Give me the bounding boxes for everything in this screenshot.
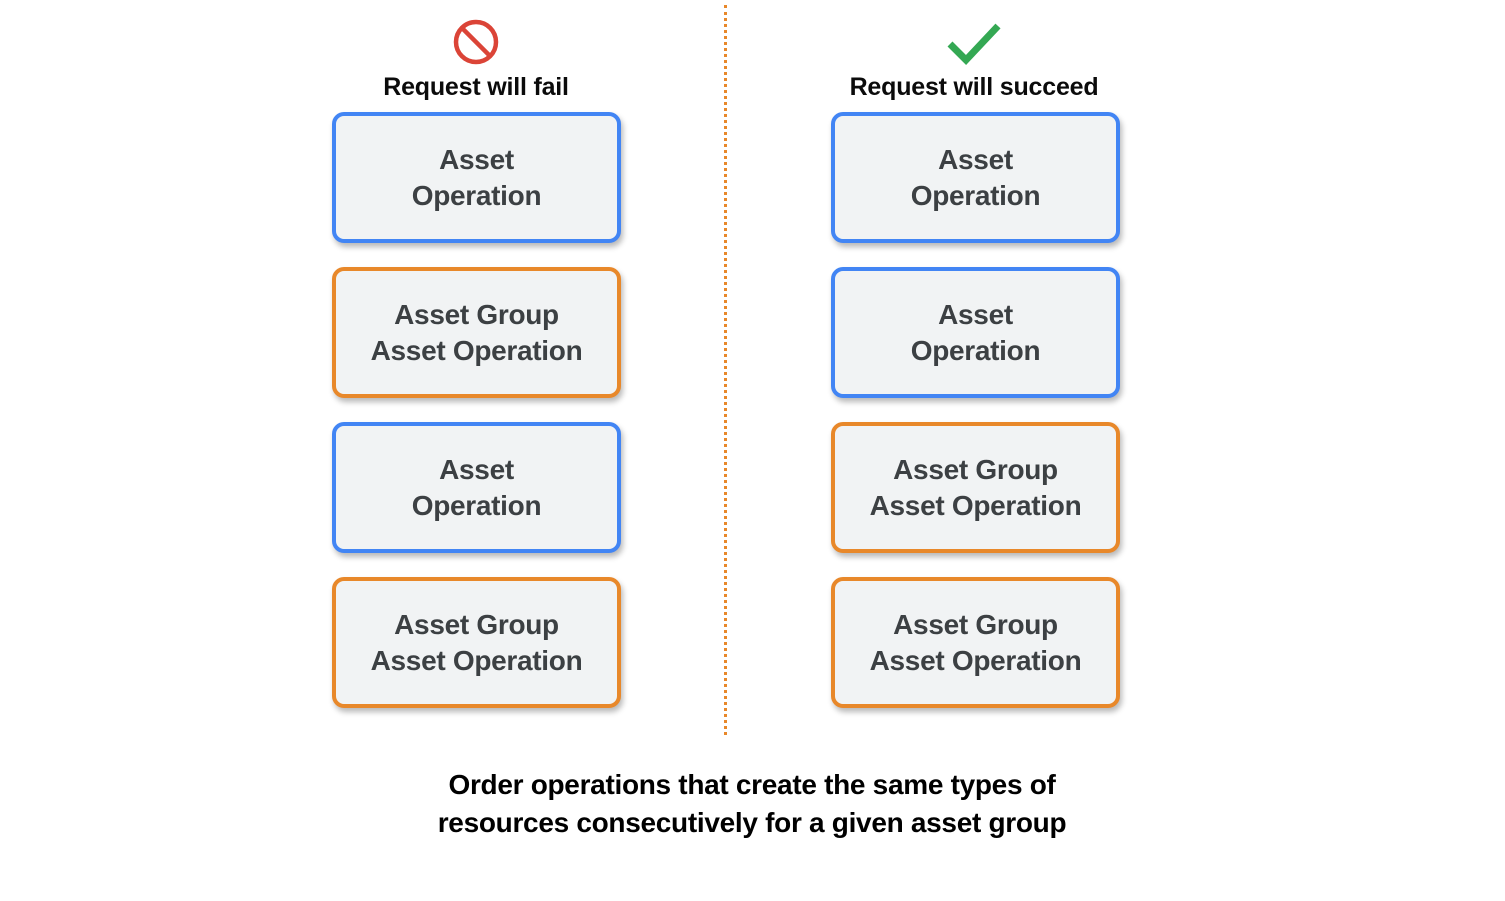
operation-box[interactable]: Asset Group Asset Operation: [831, 422, 1120, 553]
operation-sequence-succeed: Asset Operation Asset Operation Asset Gr…: [831, 112, 1120, 732]
column-header-label-succeed: Request will succeed: [849, 73, 1099, 101]
operation-box[interactable]: Asset Operation: [332, 422, 621, 553]
operation-sequence-fail: Asset Operation Asset Group Asset Operat…: [332, 112, 621, 732]
operation-box-label: Asset Operation: [411, 143, 542, 211]
column-header-succeed: Request will succeed: [764, 14, 1184, 102]
column-divider: [724, 5, 727, 735]
operation-box-label: Asset Group Asset Operation: [370, 298, 583, 366]
operation-box[interactable]: Asset Operation: [332, 112, 621, 243]
operation-box[interactable]: Asset Group Asset Operation: [831, 577, 1120, 708]
column-header-fail: Request will fail: [266, 14, 686, 102]
operation-box[interactable]: Asset Operation: [831, 112, 1120, 243]
operation-box-label: Asset Operation: [910, 143, 1041, 211]
operation-box-label: Asset Operation: [411, 453, 542, 521]
operation-box[interactable]: Asset Group Asset Operation: [332, 267, 621, 398]
operation-box-label: Asset Group Asset Operation: [370, 608, 583, 676]
operation-box[interactable]: Asset Group Asset Operation: [332, 577, 621, 708]
operation-box-label: Asset Group Asset Operation: [869, 608, 1082, 676]
operation-box[interactable]: Asset Operation: [831, 267, 1120, 398]
column-header-label-fail: Request will fail: [383, 73, 569, 101]
operation-box-label: Asset Operation: [910, 298, 1041, 366]
check-icon: [764, 14, 1184, 70]
diagram-caption: Order operations that create the same ty…: [437, 769, 1067, 838]
prohibition-icon: [266, 14, 686, 70]
operation-box-label: Asset Group Asset Operation: [869, 453, 1082, 521]
